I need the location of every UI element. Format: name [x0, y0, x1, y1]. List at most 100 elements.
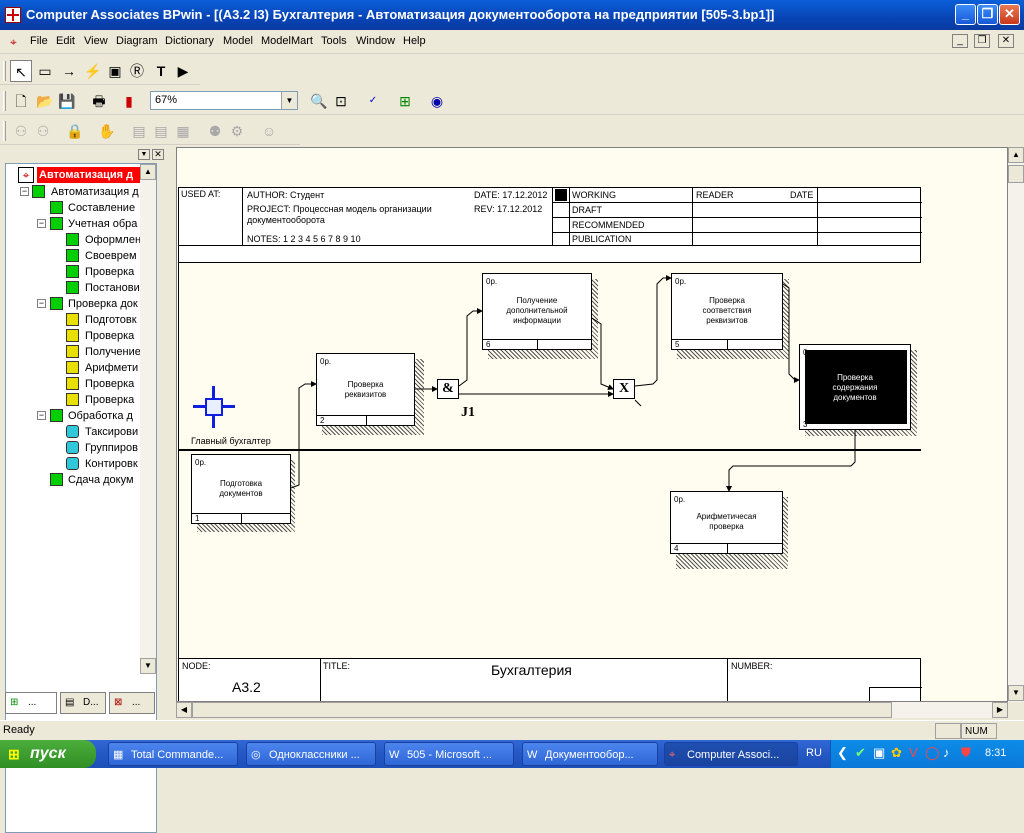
tree-item[interactable]: Подготовк: [6, 312, 146, 328]
collapse-icon[interactable]: −: [37, 410, 46, 420]
tree-item[interactable]: Проверка: [6, 392, 146, 408]
menu-file[interactable]: File: [30, 35, 48, 47]
scroll-thumb[interactable]: [1008, 165, 1024, 183]
tree-item[interactable]: Таксирови: [6, 424, 146, 440]
tree-item[interactable]: −Обработка д: [6, 408, 146, 424]
tab-activities[interactable]: ⊞...: [5, 692, 57, 714]
tree-root[interactable]: ⌖ Автоматизация д: [18, 167, 156, 183]
zoom-select[interactable]: 67% ▼: [150, 91, 298, 110]
document-icon[interactable]: ⌖: [10, 35, 17, 49]
mdi-minimize-button[interactable]: _: [952, 34, 968, 48]
pointer-tool-icon[interactable]: ↖: [10, 60, 32, 82]
task-total-commander[interactable]: ▦Total Commande...: [108, 742, 238, 766]
new-file-icon[interactable]: 🗋: [15, 93, 27, 109]
minimize-button[interactable]: _: [955, 4, 976, 25]
tree-item[interactable]: Сдача докум: [6, 472, 146, 488]
reference-tool-icon[interactable]: Ⓡ: [130, 63, 144, 79]
chevron-down-icon[interactable]: ▼: [281, 92, 297, 109]
tray-antivirus-icon[interactable]: V: [909, 745, 918, 760]
tray-security-icon[interactable]: ⛊: [961, 745, 971, 760]
tray-app-icon-2[interactable]: ✿: [891, 745, 902, 760]
tree-item[interactable]: Своеврем: [6, 248, 146, 264]
tab-diagrams[interactable]: ▤D...: [60, 692, 106, 714]
header-context-row: [178, 245, 921, 263]
tray-sound-icon[interactable]: ♪: [943, 745, 950, 760]
tray-expand-icon[interactable]: ❮: [837, 745, 848, 760]
menu-help[interactable]: Help: [403, 35, 426, 47]
menu-edit[interactable]: Edit: [56, 35, 75, 47]
tree-item[interactable]: Проверка: [6, 328, 146, 344]
tree-item[interactable]: −Проверка док: [6, 296, 146, 312]
save-icon[interactable]: 💾: [58, 93, 76, 109]
tree-item[interactable]: Группиров: [6, 440, 146, 456]
scroll-down-icon[interactable]: ▼: [1008, 685, 1024, 701]
activity-box-6[interactable]: 0р. Получение дополнительной информации …: [482, 273, 592, 350]
collapse-icon[interactable]: −: [20, 186, 29, 196]
print-icon[interactable]: 🖶: [92, 93, 106, 109]
task-bpwin[interactable]: ⌖Computer Associ...: [664, 742, 798, 766]
start-button[interactable]: ⊞ пуск: [0, 740, 96, 768]
text-tool-icon[interactable]: T: [156, 63, 166, 79]
tree-item[interactable]: Оформлен: [6, 232, 146, 248]
scroll-right-icon[interactable]: ▶: [992, 702, 1008, 718]
menu-model[interactable]: Model: [223, 35, 253, 47]
modelmart-icon[interactable]: ◉: [430, 93, 444, 109]
tree-item[interactable]: Проверка: [6, 376, 146, 392]
scroll-up-icon[interactable]: ▲: [140, 164, 156, 180]
explorer-close-button[interactable]: ✕: [152, 149, 164, 160]
squiggle-tool-icon[interactable]: ⚡: [84, 63, 102, 79]
tree-item[interactable]: Получение: [6, 344, 146, 360]
scroll-up-icon[interactable]: ▲: [1008, 147, 1024, 163]
go-to-sub-diagram-icon[interactable]: ▶: [177, 63, 189, 79]
menu-dictionary[interactable]: Dictionary: [165, 35, 214, 47]
task-odnoklassniki[interactable]: ◎Одноклассники ...: [246, 742, 376, 766]
activity-box-4[interactable]: 0р. Арифметичесая проверка 4: [670, 491, 783, 554]
tree-item[interactable]: Составление: [6, 200, 146, 216]
color-icon[interactable]: ▮: [125, 93, 133, 109]
language-indicator[interactable]: RU: [806, 747, 822, 759]
spell-check-icon[interactable]: ✓: [368, 95, 378, 106]
tab-objects[interactable]: ⊠...: [109, 692, 155, 714]
canvas-horizontal-scrollbar[interactable]: ◀ ▶: [176, 702, 1008, 718]
menu-modelmart[interactable]: ModelMart: [261, 35, 313, 47]
scroll-left-icon[interactable]: ◀: [176, 702, 192, 718]
arrow-tool-icon[interactable]: →: [62, 63, 76, 79]
tree-item[interactable]: Контировк: [6, 456, 146, 472]
activity-box-5[interactable]: 0р. Проверка соответствия реквизитов 5: [671, 273, 783, 350]
mdi-restore-button[interactable]: ❐: [974, 34, 990, 48]
activity-box-3[interactable]: 0р. Проверка содержания документов 3: [799, 344, 911, 430]
scroll-down-icon[interactable]: ▼: [140, 658, 156, 674]
activity-box-2[interactable]: 0р. Проверка реквизитов 2: [316, 353, 415, 426]
maximize-button[interactable]: ❐: [977, 4, 998, 25]
tree-item[interactable]: −Учетная обра: [6, 216, 146, 232]
menu-diagram[interactable]: Diagram: [116, 35, 158, 47]
menu-tools[interactable]: Tools: [321, 35, 347, 47]
zoom-fit-icon[interactable]: ⊡: [335, 93, 347, 109]
tree-scrollbar[interactable]: ▲ ▼: [140, 164, 156, 674]
tray-opera-icon[interactable]: ◯: [925, 745, 940, 760]
activity-box-1[interactable]: 0р. Подготовка документов 1: [191, 454, 291, 524]
tree-item[interactable]: Проверка: [6, 264, 146, 280]
explorer-menu-button[interactable]: ▼: [138, 149, 150, 160]
tree-item[interactable]: Арифмети: [6, 360, 146, 376]
diagram-canvas[interactable]: USED AT: AUTHOR: Студент PROJECT: Процес…: [176, 147, 1008, 702]
mdi-close-button[interactable]: ✕: [998, 34, 1014, 48]
tree-item[interactable]: −Автоматизация д: [6, 184, 146, 200]
zoom-in-icon[interactable]: 🔍: [310, 93, 328, 109]
model-explorer-icon[interactable]: ⊞: [399, 93, 411, 109]
tray-network-icon[interactable]: ▣: [873, 745, 886, 760]
activity-box-tool-icon[interactable]: ▭: [38, 63, 52, 79]
close-button[interactable]: ✕: [999, 4, 1020, 25]
open-folder-icon[interactable]: 📂: [36, 93, 54, 109]
canvas-vertical-scrollbar[interactable]: ▲ ▼: [1008, 147, 1024, 702]
collapse-icon[interactable]: −: [37, 218, 46, 228]
menu-view[interactable]: View: [84, 35, 108, 47]
menu-window[interactable]: Window: [356, 35, 396, 47]
tray-app-icon-1[interactable]: ✔: [855, 745, 866, 760]
collapse-icon[interactable]: −: [37, 298, 46, 308]
tree-item[interactable]: Постанови: [6, 280, 146, 296]
scroll-thumb[interactable]: [192, 702, 892, 718]
text-block-tool-icon[interactable]: ▣: [108, 63, 122, 79]
